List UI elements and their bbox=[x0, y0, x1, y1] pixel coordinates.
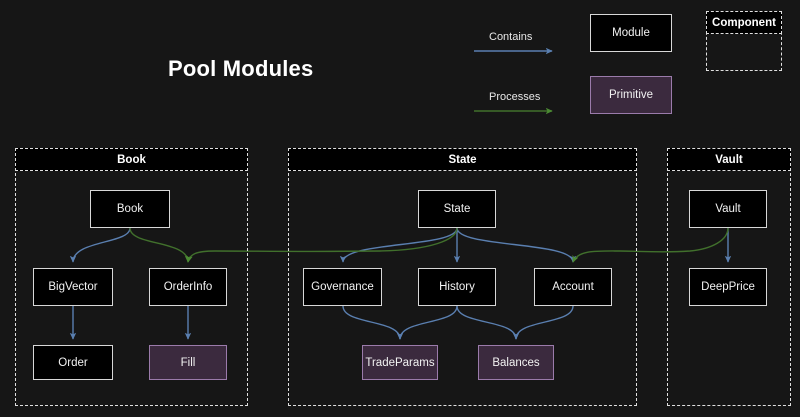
node-state-label: State bbox=[443, 203, 471, 215]
legend-module-label: Module bbox=[612, 27, 650, 39]
edge-history-tradeparams bbox=[396, 305, 458, 340]
legend-component-header: Component bbox=[706, 11, 782, 34]
edge-book-bigvector bbox=[69, 227, 131, 263]
edge-state-account bbox=[456, 227, 577, 263]
node-orderinfo-label: OrderInfo bbox=[163, 281, 213, 293]
legend-component-label: Component bbox=[712, 16, 776, 29]
node-vault-label: Vault bbox=[715, 203, 741, 215]
legend-processes-label: Processes bbox=[489, 91, 541, 103]
node-governance-label: Governance bbox=[311, 281, 374, 293]
processes-edges bbox=[129, 227, 729, 263]
page-title: Pool Modules bbox=[168, 56, 314, 81]
legend-primitive-box: Primitive bbox=[590, 76, 672, 114]
node-governance[interactable]: Governance bbox=[303, 268, 382, 306]
node-orderinfo[interactable]: OrderInfo bbox=[149, 268, 227, 306]
node-vault[interactable]: Vault bbox=[689, 190, 767, 228]
node-book-label: Book bbox=[116, 203, 144, 215]
cluster-vault-header: Vault bbox=[667, 148, 791, 171]
node-deepprice[interactable]: DeepPrice bbox=[689, 268, 767, 306]
cluster-state-header: State bbox=[288, 148, 637, 171]
node-account[interactable]: Account bbox=[534, 268, 612, 306]
cluster-state-label: State bbox=[448, 153, 477, 166]
legend-contains-label: Contains bbox=[489, 31, 533, 43]
legend-module-box: Module bbox=[590, 14, 672, 52]
node-balances[interactable]: Balances bbox=[478, 345, 554, 380]
edge-account-balances bbox=[512, 305, 574, 340]
node-deepprice-label: DeepPrice bbox=[701, 281, 755, 293]
node-tradeparams-label: TradeParams bbox=[365, 356, 435, 369]
legend-primitive-label: Primitive bbox=[608, 89, 654, 101]
node-tradeparams[interactable]: TradeParams bbox=[362, 345, 438, 380]
cluster-book-header: Book bbox=[15, 148, 248, 171]
node-book[interactable]: Book bbox=[90, 190, 170, 228]
contains-edges bbox=[69, 227, 732, 340]
cluster-book-label: Book bbox=[117, 153, 146, 166]
edge-state-governance bbox=[339, 227, 458, 263]
node-history[interactable]: History bbox=[418, 268, 496, 306]
node-order-label: Order bbox=[58, 356, 88, 369]
node-balances-label: Balances bbox=[492, 356, 540, 369]
cluster-vault-label: Vault bbox=[715, 153, 743, 166]
node-history-label: History bbox=[439, 281, 475, 293]
node-order[interactable]: Order bbox=[33, 345, 113, 380]
node-fill-label: Fill bbox=[180, 356, 196, 369]
node-state[interactable]: State bbox=[418, 190, 496, 228]
edge-vault-account bbox=[572, 227, 729, 263]
edge-state-orderinfo bbox=[186, 227, 458, 263]
node-account-label: Account bbox=[552, 281, 594, 293]
edge-book-orderinfo bbox=[129, 227, 192, 263]
node-bigvector-label: BigVector bbox=[48, 281, 98, 293]
node-bigvector[interactable]: BigVector bbox=[33, 268, 113, 306]
node-fill[interactable]: Fill bbox=[149, 345, 227, 380]
